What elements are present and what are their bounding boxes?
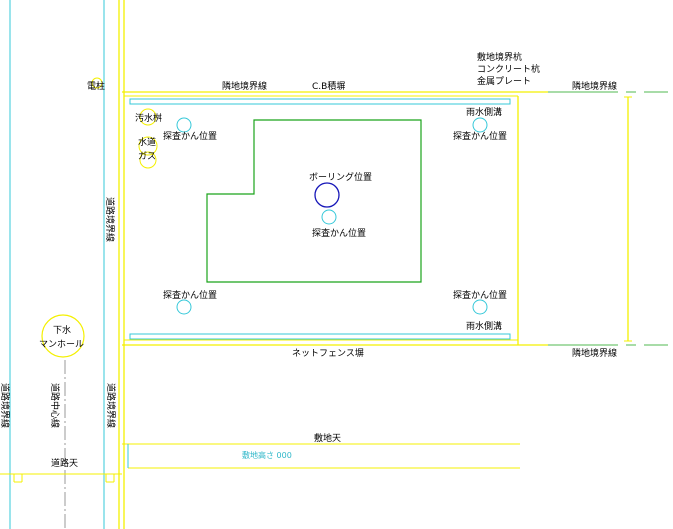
probe-bottom-left-label: 探査かん位置 xyxy=(163,289,217,301)
probe-center-marker xyxy=(321,209,337,225)
site-top-label: 敷地天 xyxy=(314,432,341,444)
gutter-top xyxy=(129,98,511,105)
probe-bottom-left-marker xyxy=(176,299,192,315)
cb-wall-label: C.B積塀 xyxy=(312,80,345,92)
probe-bottom-right-label: 探査かん位置 xyxy=(453,289,507,301)
site-height-label: 敷地高さ 000 xyxy=(242,450,292,460)
road-top-label: 道路天 xyxy=(51,457,78,469)
building-outline xyxy=(206,119,422,283)
sewage-basin-marker xyxy=(139,108,157,126)
road-center-label: 道路中心線 xyxy=(49,383,61,428)
gas-marker xyxy=(139,151,157,169)
sewer-manhole-marker xyxy=(41,314,85,358)
water-label: 水道 xyxy=(138,136,156,148)
road-line-right-label: 道路境界線 xyxy=(105,383,117,428)
probe-top-left-marker xyxy=(176,117,192,133)
boundary-stake-label-1: 敷地境界杭 xyxy=(477,51,522,63)
gas-label: ガス xyxy=(138,151,156,162)
probe-top-right-label: 探査かん位置 xyxy=(453,130,507,142)
utility-pole-marker xyxy=(91,77,103,89)
neighbor-line-top-label: 隣地境界線 xyxy=(222,80,267,92)
boring-label: ボーリング位置 xyxy=(309,171,372,183)
sewage-basin-label: 汚水桝 xyxy=(135,112,162,124)
gutter-bottom xyxy=(129,333,511,340)
rain-gutter-top-label: 雨水側溝 xyxy=(466,106,502,118)
site-boundary xyxy=(122,91,668,346)
markers xyxy=(41,77,488,358)
road-line-left-label: 道路境界線 xyxy=(0,383,11,428)
section-lines xyxy=(0,443,520,483)
probe-top-right-marker xyxy=(472,117,488,133)
road-line-vertical-label: 道路境界線 xyxy=(104,197,116,242)
boundary-stake-label-2: コンクリート杭 xyxy=(477,63,540,75)
utility-pole-label: 電柱 xyxy=(87,80,105,92)
rain-gutter-bottom-label: 雨水側溝 xyxy=(466,320,502,332)
neighbor-line-right-top-label: 隣地境界線 xyxy=(572,80,617,92)
boring-marker xyxy=(314,182,340,208)
probe-bottom-right-marker xyxy=(472,299,488,315)
net-fence-label: ネットフェンス塀 xyxy=(292,348,364,359)
probe-top-left-label: 探査かん位置 xyxy=(163,130,217,142)
water-marker xyxy=(138,136,158,156)
boundary-stake-label-3: 金属プレート xyxy=(477,75,531,87)
sewer-label-2: マンホール xyxy=(39,339,84,350)
neighbor-line-right-bottom-label: 隣地境界線 xyxy=(572,347,617,359)
road-lines xyxy=(9,0,125,529)
sewer-label-1: 下水 xyxy=(53,324,71,336)
probe-center-label: 探査かん位置 xyxy=(312,227,366,239)
